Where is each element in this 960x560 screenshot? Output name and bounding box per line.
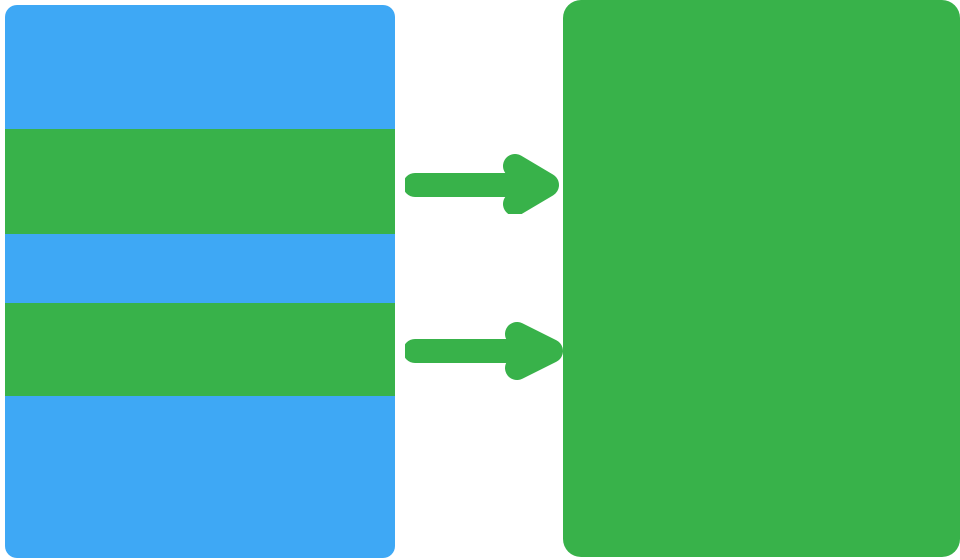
- target-panel: [563, 0, 960, 557]
- right-arrow-icon: [405, 322, 563, 380]
- right-arrow-icon: [405, 154, 559, 214]
- highlighted-segment-1: [5, 129, 395, 234]
- source-panel: [5, 5, 395, 558]
- highlighted-segment-2: [5, 303, 395, 396]
